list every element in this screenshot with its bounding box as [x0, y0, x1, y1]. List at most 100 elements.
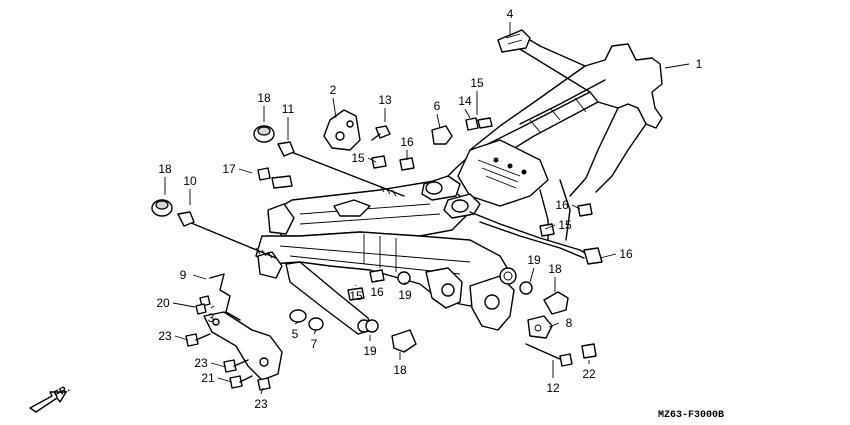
callout-number: 19 — [527, 253, 541, 267]
callout-number: 9 — [180, 268, 187, 282]
callout-c15b: 15 — [351, 151, 377, 165]
callout-c8: 8 — [548, 316, 573, 330]
callout-c22: 22 — [582, 360, 596, 381]
callout-number: 23 — [158, 329, 172, 343]
part-17-clip — [257, 167, 293, 189]
callout-leader — [664, 63, 690, 69]
callout-number: 13 — [378, 93, 392, 107]
callout-leader — [464, 108, 471, 119]
callout-leader — [210, 362, 227, 368]
part-8-plate — [527, 315, 553, 339]
callout-c23c: 23 — [254, 387, 268, 411]
callout-number: 15 — [558, 218, 572, 232]
callout-number: 5 — [292, 327, 299, 341]
callout-c7: 7 — [311, 329, 318, 351]
callout-c15c: 15 — [544, 218, 572, 232]
callout-c19c: 19 — [363, 335, 377, 358]
callout-leader — [174, 335, 189, 341]
part-13-bolt — [371, 125, 391, 141]
callout-number: 2 — [330, 83, 337, 97]
diagram-code: MZ63-F3000B — [658, 410, 724, 421]
callout-number: 18 — [548, 262, 562, 276]
callout-c9: 9 — [180, 268, 207, 282]
callout-c18c: 18 — [548, 262, 562, 292]
callout-leader — [260, 387, 264, 395]
callout-c5: 5 — [292, 321, 299, 341]
callout-c18a: 18 — [257, 91, 271, 122]
callout-number: 1 — [696, 57, 703, 71]
callout-c19b: 19 — [398, 282, 412, 302]
callout-leader — [548, 322, 560, 328]
callout-number: 16 — [555, 198, 569, 212]
callout-c2: 2 — [330, 83, 337, 119]
callout-c14: 14 — [458, 94, 472, 119]
callout-c20: 20 — [156, 296, 196, 310]
front-direction-label: FR. — [52, 383, 72, 400]
frame-body — [255, 39, 663, 335]
callout-c19a: 19 — [527, 253, 541, 283]
callout-number: 6 — [434, 99, 441, 113]
part-12-22-bolts — [525, 343, 597, 367]
callout-number: 23 — [254, 397, 268, 411]
callout-leader — [294, 321, 299, 325]
part-3-side-stand-bracket — [203, 311, 283, 381]
callout-leader — [210, 305, 215, 309]
callout-c18d: 18 — [393, 352, 407, 377]
callout-c16b: 16 — [555, 198, 581, 212]
callout-number: 15 — [470, 76, 484, 90]
callout-c23a: 23 — [158, 329, 189, 343]
callout-number: 14 — [458, 94, 472, 108]
callout-c16a: 16 — [400, 135, 414, 160]
callout-number: 23 — [194, 356, 208, 370]
part-5-7-collars — [289, 309, 324, 331]
callout-number: 7 — [311, 337, 318, 351]
callout-c4: 4 — [507, 7, 514, 36]
callout-number: 18 — [158, 162, 172, 176]
callout-c1: 1 — [664, 57, 703, 71]
callout-number: 16 — [400, 135, 414, 149]
callout-number: 16 — [619, 247, 633, 261]
part-19-nuts — [365, 271, 533, 333]
callout-number: 18 — [257, 91, 271, 105]
part-9-20-brackets — [195, 273, 241, 321]
callout-leader — [529, 267, 535, 283]
callout-leader — [313, 329, 317, 335]
part-10-bolt — [177, 211, 277, 259]
callout-leader — [217, 377, 233, 383]
callout-number: 21 — [201, 371, 215, 385]
callout-leader — [332, 97, 337, 119]
part-18-rubbers — [151, 125, 569, 353]
callout-number: 4 — [507, 7, 514, 21]
callout-number: 8 — [566, 316, 573, 330]
callout-number: 15 — [349, 289, 363, 303]
callout-leader — [544, 224, 556, 230]
callout-number: 18 — [393, 363, 407, 377]
callout-number: 10 — [183, 174, 197, 188]
callout-number: 12 — [546, 381, 560, 395]
front-direction-arrow: FR. — [29, 383, 72, 413]
callout-c16d: 16 — [370, 280, 384, 299]
callout-c23b: 23 — [194, 356, 227, 370]
callout-c15a: 15 — [470, 76, 484, 115]
callout-number: 19 — [398, 288, 412, 302]
part-23-21-bolts — [185, 333, 271, 391]
callout-c11: 11 — [282, 102, 295, 140]
callout-number: 19 — [363, 344, 377, 358]
callout-number: 16 — [370, 285, 384, 299]
part-14-15-clips — [465, 117, 493, 131]
callout-number: 15 — [351, 151, 365, 165]
callout-c17: 17 — [222, 162, 253, 176]
callout-c10: 10 — [183, 174, 197, 205]
part-6-collar — [431, 125, 453, 145]
callout-number: 20 — [156, 296, 170, 310]
callout-c18b: 18 — [158, 162, 172, 195]
callout-leader — [599, 253, 617, 259]
callout-number: 22 — [582, 367, 596, 381]
callout-c21: 21 — [201, 371, 233, 385]
callout-c15d: 15 — [349, 285, 363, 303]
callout-number: 11 — [282, 102, 295, 116]
callout-number: 17 — [222, 162, 236, 176]
callout-leader — [192, 274, 207, 280]
